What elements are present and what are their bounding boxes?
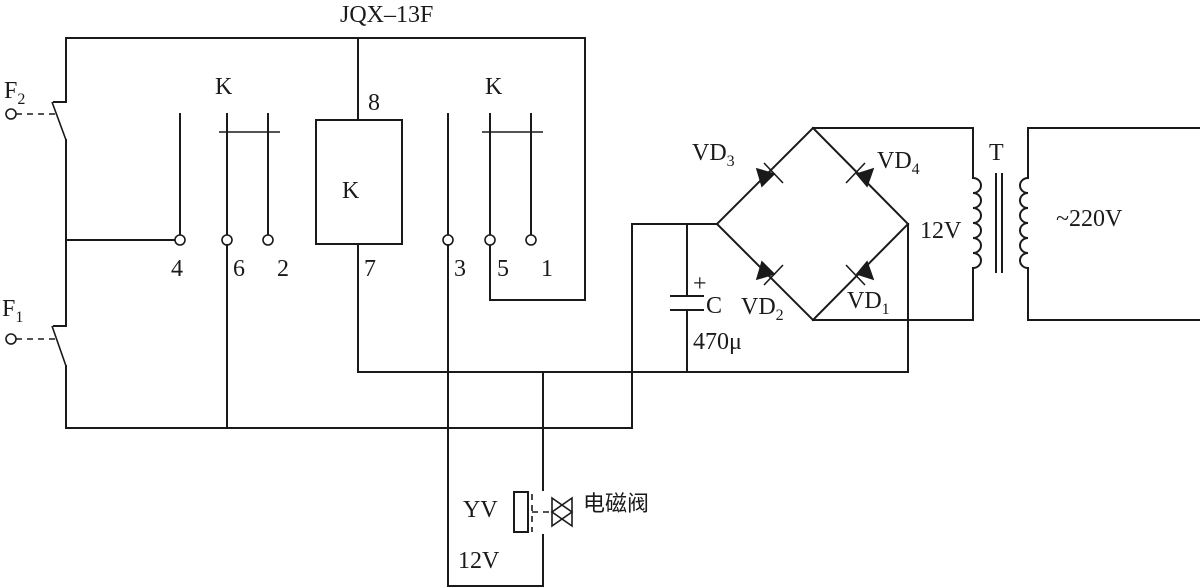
pin2-terminal <box>262 234 274 246</box>
pin6-terminal <box>221 234 233 246</box>
pin5-terminal <box>484 234 496 246</box>
diode-vd1-label: VD1 <box>847 288 890 318</box>
contact-group-left: K 4 6 2 <box>65 74 289 429</box>
relay-wiring <box>65 37 586 301</box>
switch-f2: F2 <box>4 78 67 141</box>
bottom-buses <box>65 223 909 587</box>
capacitor: + C 470μ <box>670 223 742 373</box>
relay-coil-label: K <box>342 178 360 204</box>
diode-vd3-bar <box>763 162 784 184</box>
f1-label: F1 <box>2 296 23 326</box>
secondary-bottom-wire <box>812 267 974 321</box>
left-rail <box>53 37 67 429</box>
diode-vd2-body <box>755 260 776 281</box>
pin1-terminal <box>525 234 537 246</box>
valve-left-wedge <box>551 496 574 528</box>
diode-vd4: VD4 <box>845 148 920 188</box>
top-bus-wire <box>65 37 586 301</box>
valve-coil <box>513 491 529 533</box>
secondary-winding <box>971 176 982 270</box>
diode-vd1-bar <box>845 264 866 286</box>
diode-vd3-label: VD3 <box>692 140 735 170</box>
pin6-label: 6 <box>233 256 245 282</box>
primary-bottom-wire <box>1027 267 1200 321</box>
capacitor-plus-label: + <box>693 271 707 297</box>
pin8-label: 8 <box>368 90 380 116</box>
pin7-label: 7 <box>364 256 376 282</box>
pin3-label: 3 <box>454 256 466 282</box>
positive-bus <box>65 223 718 429</box>
primary-top-wire <box>1027 127 1200 179</box>
secondary-voltage-label: 12V <box>920 218 962 244</box>
diode-vd3: VD3 <box>692 140 784 188</box>
diode-vd2-bar <box>763 264 784 286</box>
diode-vd3-body <box>755 167 776 188</box>
pin2-label: 2 <box>277 256 289 282</box>
pin3-terminal <box>442 234 454 246</box>
pin1-label: 1 <box>541 256 553 282</box>
transformer: T 12V ~220V <box>812 127 1200 321</box>
primary-voltage-label: ~220V <box>1056 206 1123 232</box>
contact-right-label: K <box>485 74 503 100</box>
diode-vd1-body <box>855 260 875 281</box>
diode-vd4-bar <box>845 162 866 184</box>
bridge-rectifier: VD3 VD4 VD2 VD1 <box>692 126 920 373</box>
diode-vd2-label: VD2 <box>741 294 784 324</box>
valve-description-label: 电磁阀 <box>583 492 649 517</box>
valve-right-wedge <box>550 496 573 528</box>
f1-terminal <box>5 333 17 345</box>
diode-vd4-body <box>855 167 875 188</box>
f2-label: F2 <box>4 78 25 108</box>
secondary-top-wire <box>812 127 974 179</box>
primary-winding <box>1019 176 1030 270</box>
pin4-label: 4 <box>171 256 183 282</box>
pin5-label: 5 <box>497 256 509 282</box>
pin4-terminal <box>174 234 186 246</box>
capacitor-name-label: C <box>706 293 722 319</box>
diode-vd1: VD1 <box>845 260 890 318</box>
relay-model-label: JQX–13F <box>340 2 433 28</box>
diode-vd2: VD2 <box>741 260 784 324</box>
valve-name-label: YV <box>463 497 498 523</box>
relay-coil: K 8 7 <box>315 90 403 373</box>
contact-group-right: K 3 5 1 <box>442 74 553 587</box>
switch-f1: F1 <box>2 296 67 367</box>
diode-vd4-label: VD4 <box>877 148 920 178</box>
transformer-name-label: T <box>989 140 1004 166</box>
solenoid-valve: YV 12V 电磁阀 <box>458 491 649 574</box>
f2-blade <box>51 101 67 141</box>
contact-left-label: K <box>215 74 233 100</box>
valve-voltage-label: 12V <box>458 548 500 574</box>
capacitor-value-label: 470μ <box>693 329 742 355</box>
f2-terminal <box>5 108 17 120</box>
f1-blade <box>51 325 67 367</box>
